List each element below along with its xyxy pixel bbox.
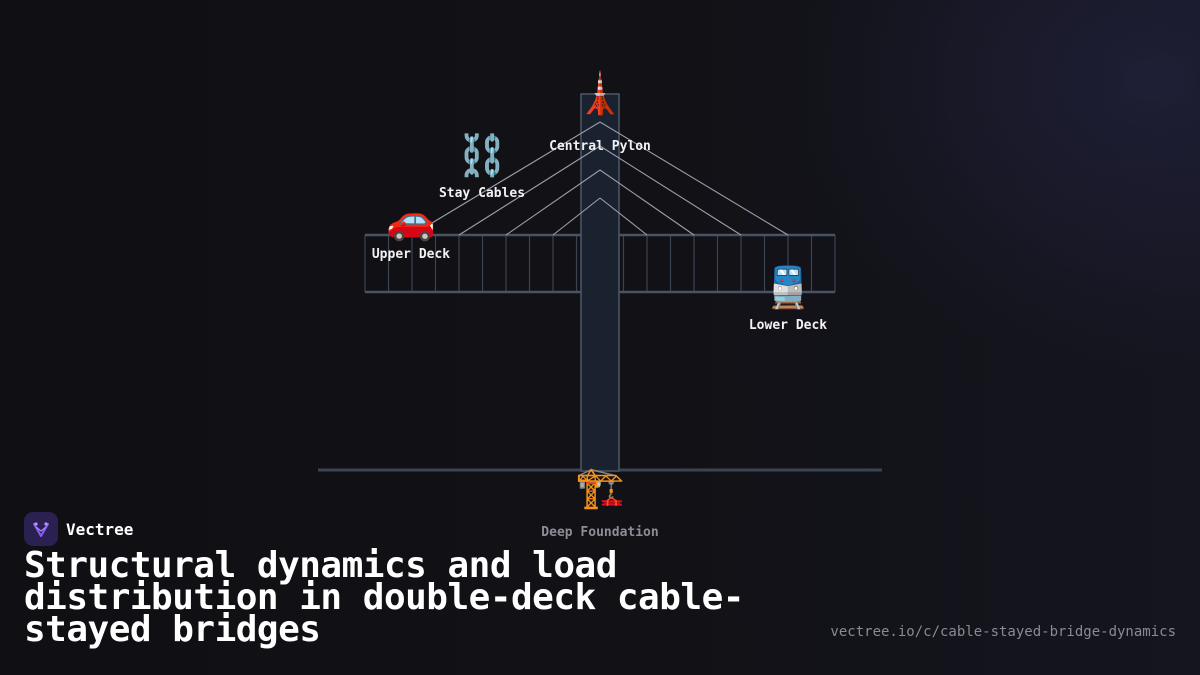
car-icon: 🚗 — [386, 197, 436, 243]
construction-crane-icon: 🏗️ — [575, 465, 625, 511]
stay-cable — [599, 169, 695, 236]
stay-cable — [552, 197, 601, 236]
train-icon: 🚆 — [763, 265, 813, 311]
deep-foundation-label: Deep Foundation — [541, 525, 659, 540]
lower-deck-label: Lower Deck — [748, 318, 828, 333]
chain-icon: ⛓️ — [457, 133, 507, 179]
tower-icon: 🗼 — [575, 71, 625, 117]
brand-name: Vectree — [66, 519, 134, 539]
stay-cable — [411, 121, 601, 236]
source-url[interactable]: vectree.io/c/cable-stayed-bridge-dynamic… — [830, 624, 1176, 640]
stay-cable — [458, 145, 601, 236]
central-pylon — [580, 93, 620, 472]
vectree-logo-icon — [24, 512, 58, 546]
page-title: Structural dynamics and load distributio… — [24, 545, 744, 650]
stay-cables-label: Stay Cables — [438, 186, 526, 201]
stay-cables — [411, 121, 789, 236]
stay-cable — [599, 145, 742, 236]
central-pylon-label: Central Pylon — [549, 139, 651, 154]
stay-cable — [505, 169, 601, 236]
stay-cable — [599, 121, 789, 236]
upper-deck-label: Upper Deck — [371, 247, 451, 262]
brand: Vectree — [24, 512, 133, 546]
stay-cable — [599, 197, 648, 236]
